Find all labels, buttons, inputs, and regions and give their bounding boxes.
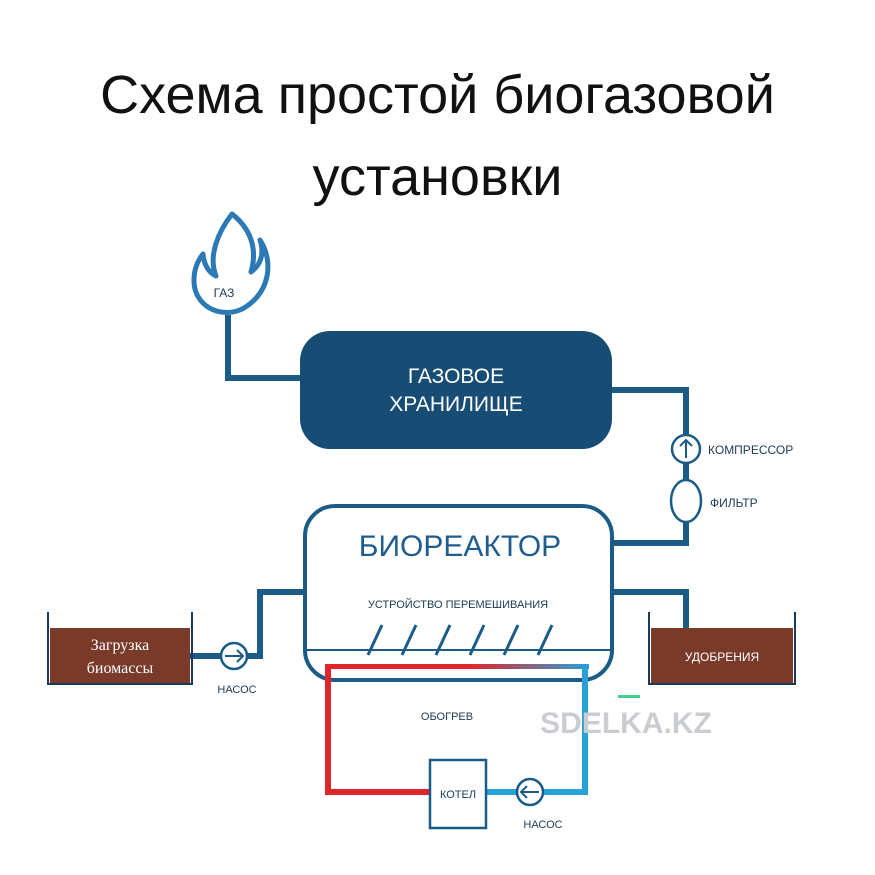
arrow-left-icon bbox=[519, 785, 539, 799]
title-line-2: установки bbox=[312, 147, 563, 207]
loading-label-line1: Загрузка bbox=[91, 637, 149, 654]
gas-return-pipe bbox=[612, 387, 689, 546]
loading-pipe bbox=[190, 589, 305, 659]
bioreactor-label: БИОРЕАКТОР bbox=[359, 530, 561, 563]
gas-label: ГАЗ bbox=[214, 286, 235, 300]
storage-label-line1: ГАЗОВОЕ bbox=[408, 365, 504, 388]
watermark-accent bbox=[618, 695, 640, 698]
boiler-label: КОТЕЛ bbox=[440, 789, 476, 801]
fertilizer-container bbox=[648, 612, 796, 685]
filter-label: ФИЛЬТР bbox=[710, 496, 758, 510]
bioreactor-tank bbox=[303, 504, 614, 682]
mixer-blades bbox=[366, 624, 554, 656]
loading-label-line2: биомассы bbox=[87, 660, 154, 677]
arrow-up-icon bbox=[679, 438, 693, 458]
pump-left bbox=[219, 641, 249, 671]
filter bbox=[669, 478, 703, 524]
compressor bbox=[670, 433, 702, 465]
gas-storage-tank bbox=[300, 331, 612, 449]
watermark: SDELKA.KZ bbox=[540, 707, 712, 740]
arrow-right-icon bbox=[225, 649, 245, 663]
pump-bottom-label: НАСОС bbox=[523, 819, 562, 831]
pump-bottom bbox=[515, 777, 545, 807]
pump-left-label: НАСОС bbox=[217, 684, 256, 696]
biomass-container bbox=[47, 612, 193, 685]
title-line-1: Схема простой биогазовой bbox=[100, 65, 775, 125]
heating-label: ОБОГРЕВ bbox=[421, 711, 473, 723]
boiler bbox=[428, 758, 488, 830]
flame-icon bbox=[191, 211, 271, 315]
heating-element bbox=[325, 664, 589, 669]
gas-pipe bbox=[225, 315, 305, 381]
fertilizer-label: УДОБРЕНИЯ bbox=[685, 650, 759, 664]
mixer-label: УСТРОЙСТВО ПЕРЕМЕШИВАНИЯ bbox=[368, 598, 548, 611]
compressor-label: КОМПРЕССОР bbox=[708, 443, 793, 457]
hot-pipe bbox=[325, 666, 430, 795]
fertilizer-pipe bbox=[612, 589, 689, 634]
storage-label-line2: ХРАНИЛИЩЕ bbox=[389, 393, 522, 416]
